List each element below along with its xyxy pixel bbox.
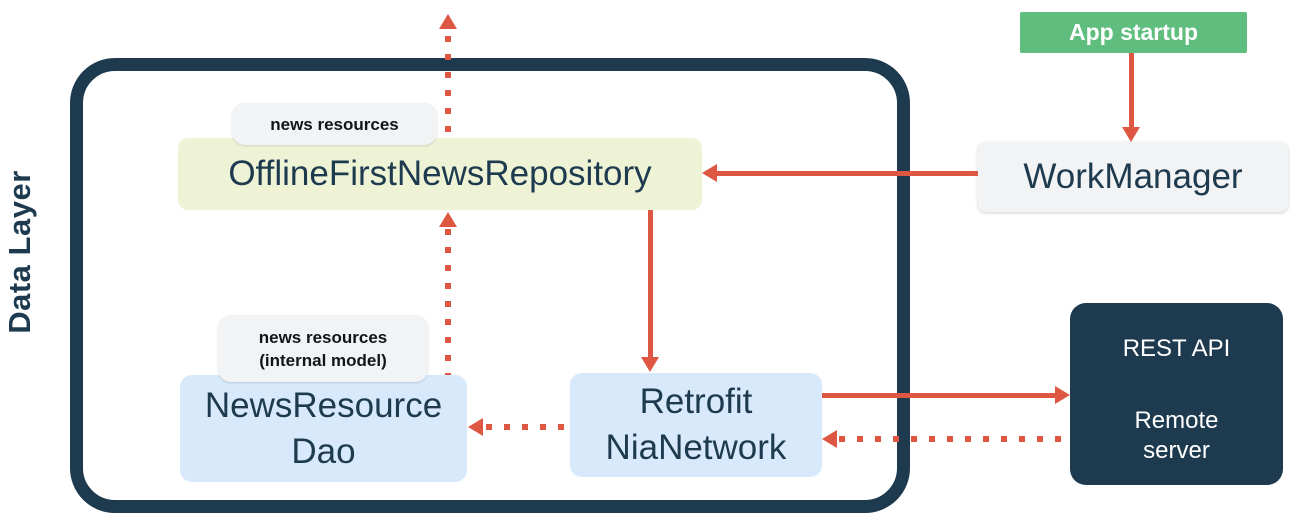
data-layer-label: Data Layer	[0, 170, 40, 334]
arrow-repository-to-upper-layer-dots	[445, 36, 451, 138]
arrow-network-to-dao-dots	[486, 424, 570, 430]
node-workmanager: WorkManager	[978, 142, 1288, 212]
node-news-resource-dao: NewsResource Dao	[180, 375, 467, 482]
arrow-rest-api-to-network-dots	[839, 436, 1070, 442]
node-network-line2: NiaNetwork	[605, 428, 787, 467]
node-retrofit-nia-network: Retrofit NiaNetwork	[570, 373, 822, 477]
arrow-network-to-dao-head	[468, 418, 483, 436]
node-workmanager-label: WorkManager	[1023, 157, 1243, 196]
badge-app-startup-label: App startup	[1068, 19, 1199, 45]
tag-news-resources-internal-model: news resources (internal model)	[218, 315, 428, 382]
tag-internal-line2: (internal model)	[259, 350, 387, 370]
arrow-app-startup-to-workmanager-line	[1129, 53, 1134, 128]
node-offline-first-news-repository: OfflineFirstNewsRepository	[178, 138, 702, 210]
node-rest-api-label: REST API	[1122, 335, 1231, 362]
arrow-workmanager-to-repository-line	[715, 171, 978, 176]
arrow-network-to-rest-api-head	[1055, 386, 1070, 404]
node-rest-api-remote-server: REST API Remote server	[1070, 303, 1283, 485]
arrow-dao-to-repository-head	[439, 212, 457, 227]
node-remote-server-line1: Remote	[1134, 407, 1219, 434]
arrow-dao-to-repository-dots	[445, 229, 451, 375]
node-dao-line2: Dao	[291, 431, 356, 471]
node-remote-server-line2: server	[1143, 437, 1210, 464]
arrow-repository-to-network-line	[648, 210, 653, 358]
tag-internal-line1: news resources	[258, 327, 388, 347]
arrow-network-to-rest-api-line	[822, 393, 1055, 398]
node-dao-line1: NewsResource	[204, 385, 443, 425]
arrow-app-startup-to-workmanager-head	[1122, 127, 1140, 142]
arrow-repository-to-upper-layer-head	[439, 14, 457, 29]
tag-news-resources-text: news resources	[270, 114, 399, 134]
tag-news-resources: news resources	[232, 103, 437, 145]
arrow-repository-to-network-head	[641, 357, 659, 372]
node-repository-label: OfflineFirstNewsRepository	[228, 154, 652, 193]
badge-app-startup: App startup	[1020, 12, 1247, 53]
node-network-line1: Retrofit	[639, 382, 753, 421]
data-layer-label-text: Data Layer	[2, 170, 37, 334]
arrow-workmanager-to-repository-head	[702, 164, 717, 182]
arrow-rest-api-to-network-head	[822, 430, 837, 448]
